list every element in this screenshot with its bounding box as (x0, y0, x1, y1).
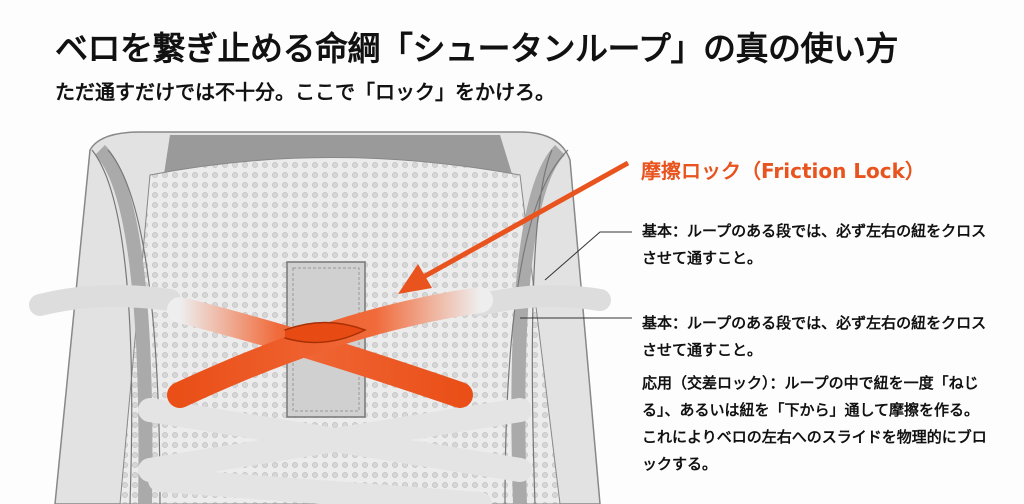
note-basic-1: 基本：ループのある段では、必ず左右の紐をクロスさせて通すこと。 (642, 218, 992, 272)
note-lead: 基本： (642, 222, 688, 240)
friction-lock-arrow (398, 160, 630, 294)
page-title: ベロを繋ぎ止める命綱「シュータンループ」の真の使い方 (55, 29, 899, 68)
note-lead: 応用（交差ロック）： (642, 374, 785, 392)
leader-lines (520, 231, 632, 319)
orange-crossed-laces (167, 287, 493, 408)
white-laces (29, 285, 611, 504)
note-text: ループの中で紐を一度「ねじる」、あるいは紐を「下から」通して摩擦を作る。これによ… (642, 374, 987, 473)
page-subtitle: ただ通すだけでは不十分。ここで「ロック」をかけろ。 (55, 80, 555, 104)
friction-lock-label: 摩擦ロック（Friction Lock） (641, 159, 925, 183)
note-advanced: 応用（交差ロック）：ループの中で紐を一度「ねじる」、あるいは紐を「下から」通して… (642, 370, 992, 478)
note-text: ループのある段では、必ず左右の紐をクロスさせて通すこと。 (642, 314, 987, 359)
note-basic-2: 基本：ループのある段では、必ず左右の紐をクロスさせて通すこと。 (642, 310, 992, 364)
note-text: ループのある段では、必ず左右の紐をクロスさせて通すこと。 (642, 222, 987, 267)
note-lead: 基本： (642, 314, 688, 332)
